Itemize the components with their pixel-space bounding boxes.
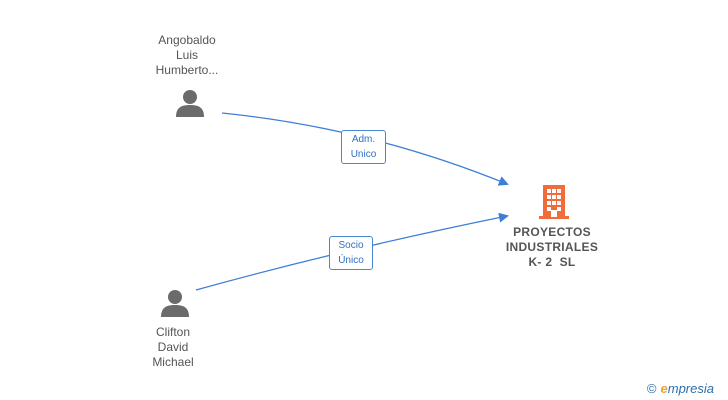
empresia-brand: ©empresia [647,381,714,396]
edge-label-socio-unico-line-1: Socio [338,240,364,251]
edge-label-socio-unico[interactable]: Socio Único [329,236,373,270]
company-line-2: INDUSTRIALES [505,240,599,254]
brand-name: mpresia [667,381,714,396]
person-icon[interactable] [160,288,190,318]
person-clifton-line-3: Michael [152,355,194,369]
person-angobaldo-label[interactable]: Angobaldo Luis Humberto... [132,33,242,78]
edge-label-adm-unico-line-2: Unico [350,149,377,160]
person-angobaldo-line-1: Angobaldo [158,33,216,47]
company-line-1: PROYECTOS [513,225,591,239]
person-angobaldo-line-2: Luis [175,48,198,62]
brand-initial: e [660,381,668,396]
edge-label-socio-unico-line-2: Único [338,255,364,266]
person-clifton-label[interactable]: Clifton David Michael [118,325,228,370]
copyright-icon: © [646,381,657,396]
edge-label-adm-unico-line-1: Adm. [351,134,376,145]
company-label[interactable]: PROYECTOS INDUSTRIALES K- 2 SL [492,225,612,270]
person-icon[interactable] [175,88,205,118]
company-line-3: K- 2 SL [528,255,576,269]
edge-label-adm-unico[interactable]: Adm. Unico [341,130,386,164]
company-building-icon[interactable] [539,184,569,220]
person-clifton-line-1: Clifton [155,325,190,339]
person-clifton-line-2: David [157,340,189,354]
person-angobaldo-line-3: Humberto... [155,63,219,77]
